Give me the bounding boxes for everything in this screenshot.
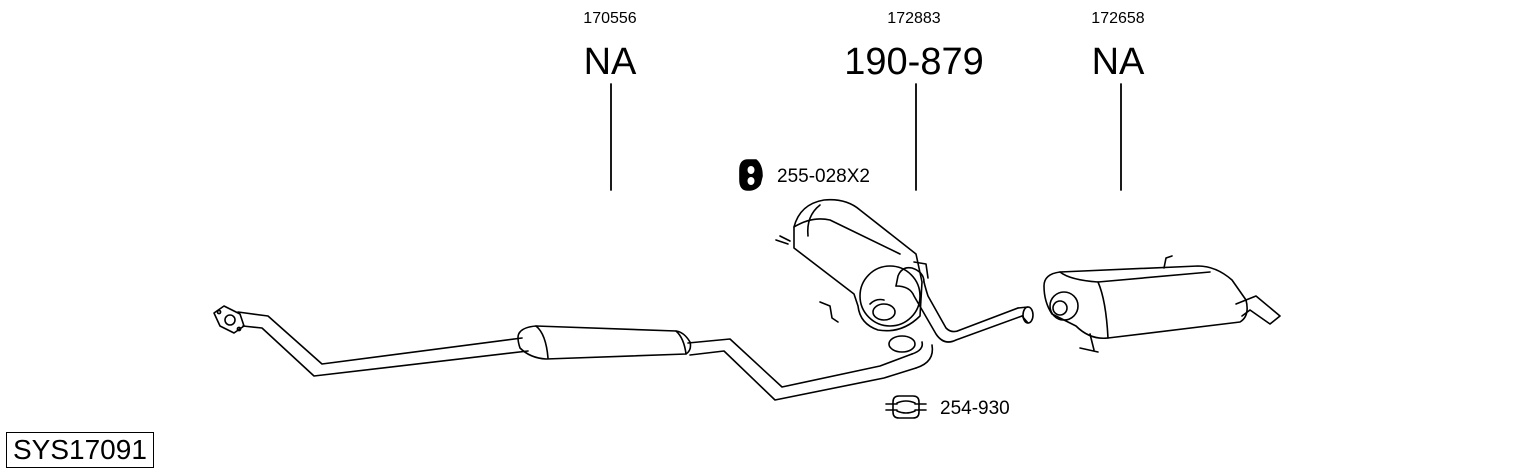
- pipe-clamp-icon: [885, 395, 927, 419]
- clamp-part-label: 254-930: [940, 398, 1010, 419]
- part-ref-rear-silencer: 172658: [1091, 10, 1144, 27]
- part-code-middle-silencer: 190-879: [844, 41, 983, 83]
- rear-silencer: [1043, 255, 1281, 353]
- front-pipe: [213, 305, 934, 401]
- part-code-rear-silencer: NA: [1092, 41, 1145, 83]
- part-code-front-pipe: NA: [584, 41, 637, 83]
- part-ref-front-pipe: 170556: [583, 10, 636, 27]
- middle-silencer: [775, 198, 1034, 343]
- rubber-hanger-icon: [739, 159, 763, 191]
- hanger-part-label: 255-028X2: [777, 166, 870, 187]
- part-ref-middle-silencer: 172883: [887, 10, 940, 27]
- system-id-box: SYS17091: [6, 432, 154, 468]
